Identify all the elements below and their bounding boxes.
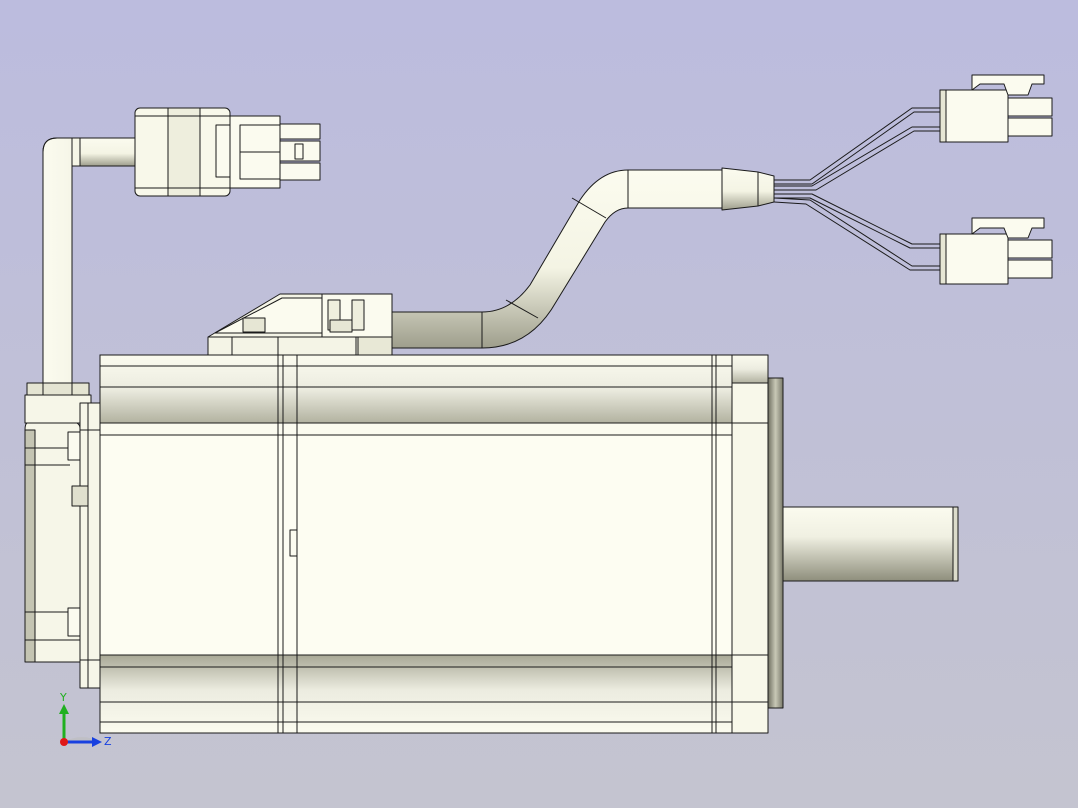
output-shaft[interactable] [782,506,959,582]
y-axis-head [59,704,69,714]
power-cable[interactable] [391,167,775,349]
encoder-cover[interactable] [24,382,101,689]
power-cable-clamp[interactable] [207,293,393,356]
front-flange[interactable] [731,354,784,734]
servo-motor-assembly[interactable] [24,74,1053,734]
motor-body[interactable] [99,354,733,734]
y-axis-label: Y [59,691,67,704]
power-connector-upper[interactable] [939,74,1053,143]
power-wires [773,107,940,271]
x-axis-dot [60,738,68,746]
power-connector-lower[interactable] [939,217,1053,285]
z-axis-head [92,737,102,747]
encoder-connector[interactable] [134,107,321,197]
axis-triad: Y Z [59,691,112,748]
z-axis-label: Z [104,735,112,748]
